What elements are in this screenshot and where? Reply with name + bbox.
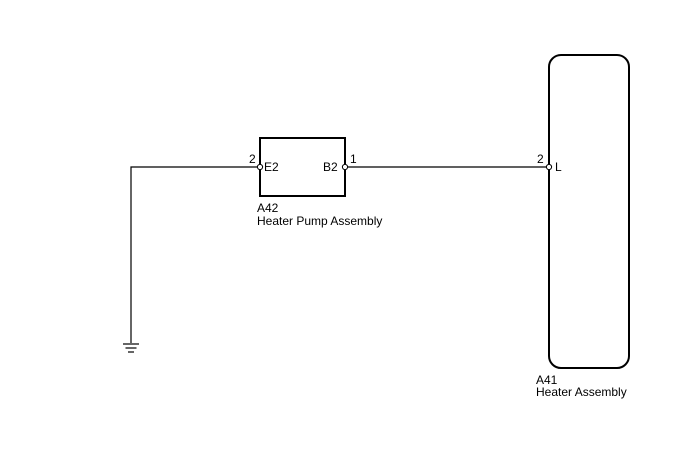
pin-e2-number: 2 <box>249 152 256 166</box>
heater-assembly: 2 L A41 Heater Assembly <box>536 54 630 399</box>
pin-e2-terminal <box>256 163 264 171</box>
pin-b2-terminal <box>341 163 349 171</box>
pin-l-number: 2 <box>537 152 544 166</box>
pin-l-label: L <box>555 160 562 174</box>
pin-e2-label: E2 <box>264 160 279 174</box>
ground-wire <box>130 166 257 343</box>
heater-pump-box <box>259 137 346 197</box>
ground-icon <box>123 343 139 353</box>
pin-b2-label: B2 <box>323 160 338 174</box>
pin-b2-number: 1 <box>350 152 357 166</box>
heater-assembly-box <box>548 54 630 369</box>
heater-assembly-code: A41 <box>536 373 558 387</box>
heater-assembly-name: Heater Assembly <box>536 385 627 399</box>
heater-pump-assembly: 2 E2 B2 1 A42 Heater Pump Assembly <box>249 137 382 228</box>
heater-pump-name: Heater Pump Assembly <box>257 214 382 228</box>
pin-l-terminal <box>545 163 553 171</box>
heater-pump-code: A42 <box>257 201 279 215</box>
